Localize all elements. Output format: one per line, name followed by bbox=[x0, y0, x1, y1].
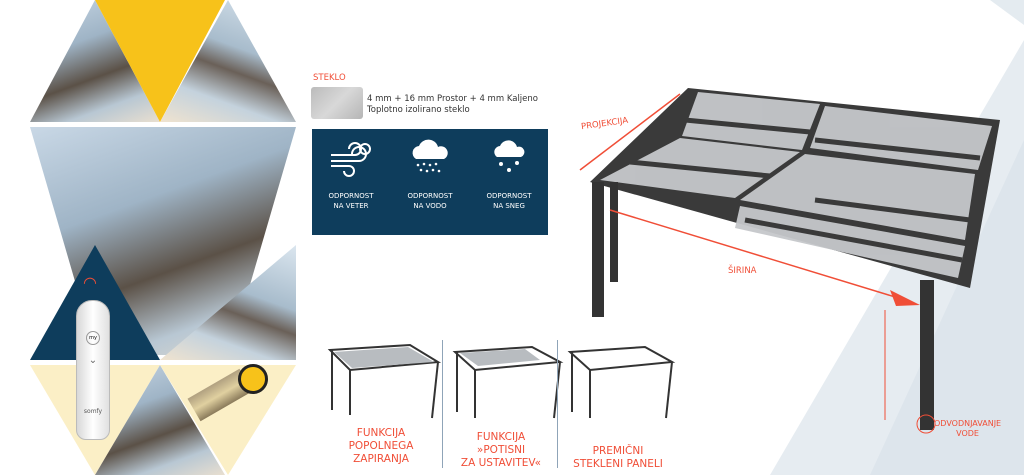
remote-control: my ⌄ somfy bbox=[76, 300, 110, 440]
wifi-icon: ◠ bbox=[83, 273, 97, 292]
label-width: ŠIRINA bbox=[728, 266, 757, 276]
photo-collage: ◠ my ⌄ somfy bbox=[0, 0, 300, 475]
pergola-drawing bbox=[579, 88, 1000, 434]
glass-spec-1: 4 mm + 16 mm Prostor + 4 mm Kaljeno bbox=[367, 94, 538, 104]
glass-spec-2: Toplotno izolirano steklo bbox=[367, 105, 470, 115]
motor-head bbox=[238, 364, 268, 394]
snow-cloud-icon bbox=[494, 140, 525, 172]
glass-title: STEKLO bbox=[313, 73, 346, 83]
glass-swatch bbox=[311, 87, 363, 119]
rain-cloud-icon bbox=[412, 139, 448, 173]
brand-logo: somfy bbox=[83, 408, 103, 415]
wind-icon bbox=[331, 142, 371, 177]
function-drawings bbox=[327, 343, 676, 419]
my-button: my bbox=[86, 331, 100, 345]
